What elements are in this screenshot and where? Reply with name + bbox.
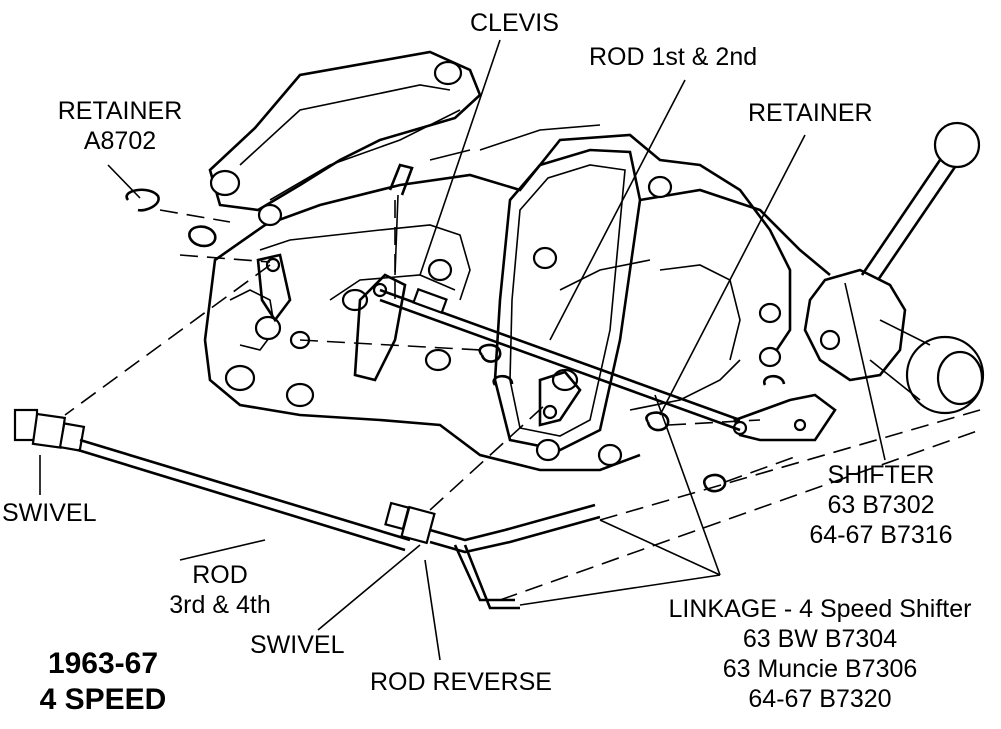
assembly-dash-lines (64, 200, 981, 601)
label-retainer-left: RETAINER A8702 (46, 96, 194, 156)
rod-reverse (384, 501, 601, 610)
label-linkage-part-63-muncie: 63 Muncie B7306 (722, 655, 918, 683)
rod-3rd-4th (13, 408, 411, 552)
label-rod-3rd-4th: ROD 3rd & 4th (150, 560, 290, 620)
case-bolts (209, 60, 841, 467)
label-shifter-part-63: 63 B7302 (827, 491, 935, 519)
label-shifter-name: SHIFTER (827, 461, 935, 489)
label-swivel-left: SWIVEL (2, 499, 97, 527)
label-rod-3rd-4th-gears: 3rd & 4th (169, 591, 271, 619)
diagram-title: 1963-67 4 SPEED (18, 646, 188, 718)
label-rod-1st-2nd: ROD 1st & 2nd (589, 43, 758, 71)
label-linkage-name: LINKAGE - 4 Speed Shifter (668, 595, 972, 623)
label-linkage: LINKAGE - 4 Speed Shifter 63 BW B7304 63… (640, 594, 1000, 714)
label-retainer-left-part: A8702 (83, 127, 157, 155)
clips-and-retainers (125, 163, 786, 493)
transmission-case (203, 50, 831, 472)
label-swivel-bottom: SWIVEL (250, 631, 345, 659)
title-transmission: 4 SPEED (39, 683, 167, 716)
case-shift-levers (256, 253, 582, 427)
label-linkage-part-64-67: 64-67 B7320 (748, 685, 892, 713)
label-retainer-right: RETAINER (748, 99, 873, 127)
label-shifter-part-64-67: 64-67 B7316 (809, 521, 953, 549)
label-retainer-left-name: RETAINER (57, 97, 183, 125)
leader-lines (39, 39, 886, 661)
title-years: 1963-67 (47, 647, 159, 680)
label-rod-3rd-4th-name: ROD (192, 561, 248, 589)
shifter-assembly (732, 121, 985, 442)
rod-1st-2nd (379, 287, 741, 432)
label-shifter: SHIFTER 63 B7302 64-67 B7316 (786, 460, 976, 550)
label-clevis: CLEVIS (470, 9, 559, 37)
label-rod-reverse: ROD REVERSE (370, 668, 552, 696)
label-linkage-part-63-bw: 63 BW B7304 (742, 625, 898, 653)
